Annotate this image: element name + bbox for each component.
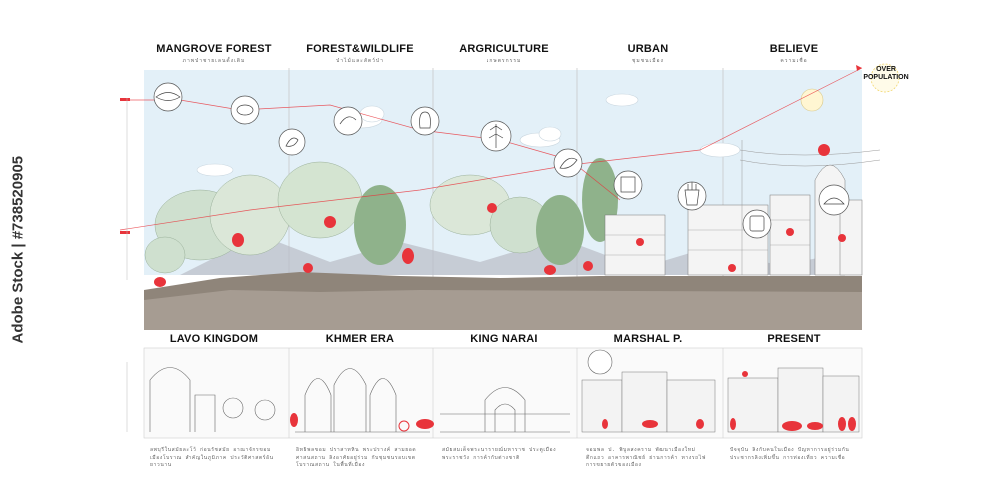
- present-figures: [730, 371, 856, 431]
- era-description-present: ปัจจุบัน ลิงกับคนในเมือง ปัญหาการอยู่ร่ว…: [730, 447, 850, 461]
- leaf-icon: [285, 137, 299, 147]
- rice-plant-icon: [488, 124, 504, 148]
- marshal-figures: [602, 419, 704, 429]
- lavo-temple-sketch: [149, 367, 276, 432]
- monkey-icon: [324, 216, 336, 228]
- monkey-icon: [402, 248, 414, 264]
- scale-marker-bottom: [120, 231, 130, 234]
- king-narai-gate-sketch: [440, 387, 570, 433]
- era-description-narai: สมัยสมเด็จพระนารายณ์มหาราช ประตูเมือง พร…: [442, 447, 557, 461]
- era-title-khmer: KHMER ERA: [325, 333, 395, 345]
- over-population-label: OVER POPULATION: [863, 66, 909, 81]
- trees: [144, 158, 618, 274]
- monkey-icon: [232, 233, 244, 247]
- era-description-khmer: อิทธิพลขอม ปราสาทหิน พระปรางค์ สามยอด ศา…: [296, 447, 417, 468]
- monkey-icon: [838, 234, 846, 242]
- section-subtitle-believe: ความเชื่อ: [780, 58, 808, 64]
- monkey-icon: [583, 261, 593, 271]
- present-buildings: [727, 367, 860, 433]
- power-lines: [739, 140, 881, 275]
- city-buildings: [604, 164, 863, 276]
- section-subtitle-agriculture: เกษตรกรรม: [486, 58, 522, 64]
- marshal-shophouses: [581, 371, 716, 433]
- monkey-icon: [728, 264, 736, 272]
- monkey-icon: [786, 228, 794, 236]
- section-title-mangrove: MANGROVE FOREST: [156, 43, 272, 55]
- fruit-icon: [419, 111, 431, 129]
- corn-icon: [559, 157, 578, 169]
- offering-icon: [749, 215, 765, 232]
- trend-arrow-head: [856, 65, 862, 71]
- bag-icon: [620, 176, 636, 193]
- era-description-lavo: ลพบุรีในสมัยละโว้ ก่อนรัชสมัย อาณาจักรขอ…: [150, 447, 274, 468]
- era-title-narai: KING NARAI: [470, 333, 538, 345]
- shell-icon: [236, 104, 254, 116]
- map-icon: [587, 349, 613, 375]
- trash-icon: [684, 182, 700, 206]
- era-title-present: PRESENT: [767, 333, 821, 345]
- scale-marker-top: [120, 98, 130, 101]
- moon-icon: [800, 88, 824, 112]
- section-title-forest: FOREST&WILDLIFE: [306, 43, 414, 55]
- fish-icon: [155, 92, 181, 101]
- monkey-icon: [303, 263, 313, 273]
- section-subtitle-forest: ป่าไม้และสัตว์ป่า: [336, 58, 384, 64]
- lamp-icon: [823, 197, 845, 205]
- section-subtitle-mangrove: ภาพป่าชายเลนดั้งเดิม: [182, 58, 246, 64]
- era-title-lavo: LAVO KINGDOM: [169, 333, 259, 345]
- shrimp-icon: [339, 116, 357, 125]
- monkey-icon: [544, 265, 556, 275]
- section-title-agriculture: ARGRICULTURE: [459, 43, 549, 55]
- section-title-urban: URBAN: [627, 43, 669, 55]
- monkeys: [154, 144, 846, 287]
- sun-icon: [870, 63, 900, 93]
- monkey-icon: [818, 144, 830, 156]
- khmer-figures: [290, 413, 434, 432]
- monkey-icon: [636, 238, 644, 246]
- era-description-marshal: จอมพล ป. พิบูลสงคราม พัฒนาเมืองใหม่ ตึกแ…: [586, 447, 707, 468]
- monkey-icon: [154, 277, 166, 287]
- khmer-prang-sketch: [295, 368, 430, 433]
- section-title-believe: BELIEVE: [769, 43, 819, 55]
- monkey-icon: [487, 203, 497, 213]
- ground-lower: [144, 290, 862, 330]
- era-title-marshal: MARSHAL P.: [613, 333, 683, 345]
- section-subtitle-urban: ชุมชนเมือง: [632, 58, 664, 64]
